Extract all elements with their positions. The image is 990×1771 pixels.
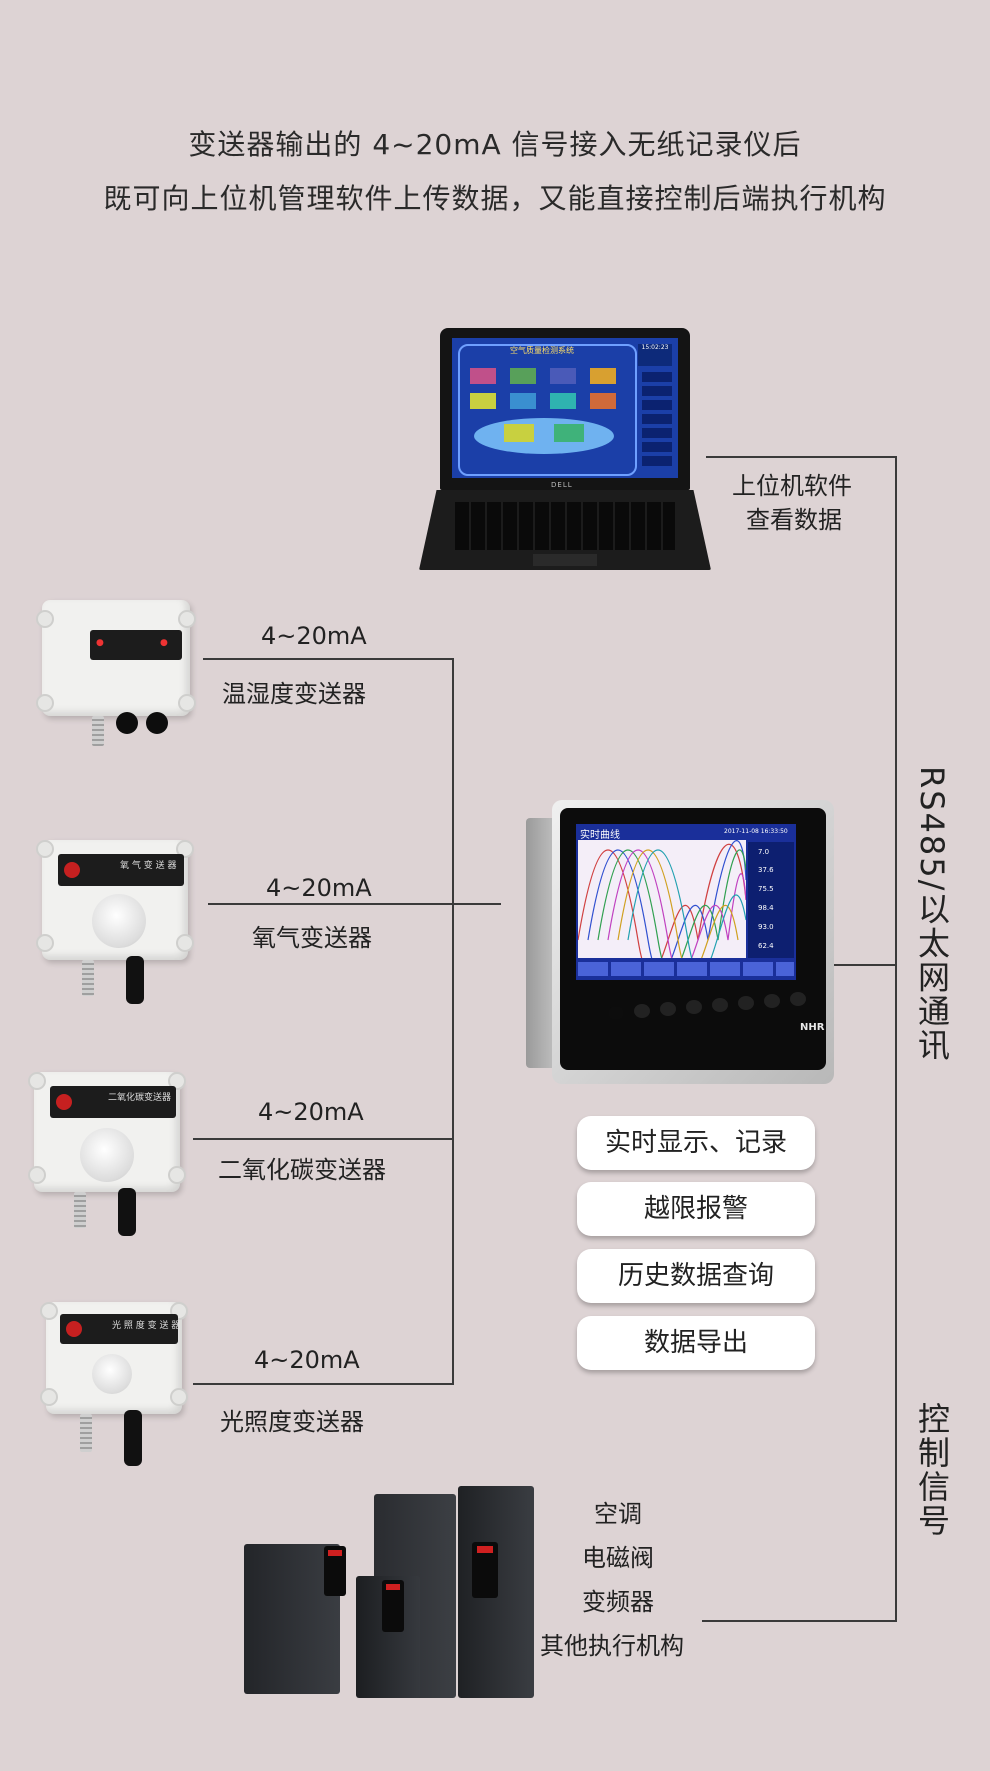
sensor-4-signal: 4~20mA [254,1346,360,1374]
feature-history-query: 历史数据查询 [577,1249,815,1303]
recorder-reading-6: 62.4 [758,942,774,950]
recorder-brand: NHR [800,1022,825,1033]
recorder-screen: 实时曲线 2017-11-08 16:33:50 7.0 37.6 75.5 9… [576,824,796,980]
sensor-2-plate-text: 氧 气 变 送 器 [120,861,177,871]
inverters-image [244,1486,534,1698]
sensor-3-signal: 4~20mA [258,1098,364,1126]
paperless-recorder-image: 实时曲线 2017-11-08 16:33:50 7.0 37.6 75.5 9… [526,800,836,1090]
recorder-bus-connector [834,964,897,966]
sensor-connector-1 [203,658,454,660]
laptop-label-line-1: 上位机软件 [732,472,852,500]
sensor-4-name: 光照度变送器 [220,1408,364,1436]
sensor-connector-4 [193,1383,454,1385]
recorder-reading-2: 37.6 [758,866,774,874]
laptop-screen: 空气质量检测系统 15:02:23 [452,338,678,478]
actuator-solenoid-valve: 电磁阀 [582,1544,654,1572]
actuator-frequency-converter: 变频器 [582,1588,654,1616]
temperature-humidity-sensor-image: ● ● [36,596,196,748]
laptop-connector [706,456,897,458]
laptop-brand: DELL [551,481,573,489]
sensor-3-name: 二氧化碳变送器 [218,1156,386,1184]
recorder-reading-4: 98.4 [758,904,774,912]
illuminance-sensor-image: 光 照 度 变 送 器 [40,1298,188,1468]
sensor-connector-3 [193,1138,454,1140]
laptop-clock: 15:02:23 [638,344,672,366]
sensor-2-name: 氧气变送器 [252,924,372,952]
sensor-2-signal: 4~20mA [266,874,372,902]
sensor-1-name: 温湿度变送器 [222,680,366,708]
sensor-1-signal: 4~20mA [261,622,367,650]
headline-line-2: 既可向上位机管理软件上传数据，又能直接控制后端执行机构 [103,182,887,215]
sensor-3-plate-text: 二氧化碳变送器 [108,1093,172,1103]
feature-realtime-display: 实时显示、记录 [577,1116,815,1170]
oxygen-sensor-image: 氧 气 变 送 器 [36,836,194,1006]
laptop-label-line-2: 查看数据 [746,506,842,534]
laptop-screen-title: 空气质量检测系统 [510,346,574,355]
communication-label: RS485/以太网通讯 [913,766,951,1063]
recorder-reading-1: 7.0 [758,848,770,856]
actuator-connector [702,1620,897,1622]
recorder-reading-5: 93.0 [758,923,774,931]
recorder-reading-3: 75.5 [758,885,774,893]
sensor-connector-2 [208,903,501,905]
sensor-collector-line [452,658,454,1385]
laptop-image: 空气质量检测系统 15:02:23 DELL [415,328,715,578]
headline-line-1: 变送器输出的 4~20mA 信号接入无纸记录仪后 [188,128,802,161]
control-signal-label: 控制信号 [913,1402,951,1538]
recorder-timestamp: 2017-11-08 16:33:50 [724,828,788,835]
carbon-dioxide-sensor-image: 二氧化碳变送器 [28,1068,186,1238]
feature-data-export: 数据导出 [577,1316,815,1370]
sensor-4-plate-text: 光 照 度 变 送 器 [112,1321,181,1331]
actuator-other: 其他执行机构 [540,1632,684,1660]
actuator-air-conditioner: 空调 [594,1500,642,1528]
recorder-screen-title: 实时曲线 [580,830,620,841]
bus-line [895,456,897,1622]
feature-limit-alarm: 越限报警 [577,1182,815,1236]
